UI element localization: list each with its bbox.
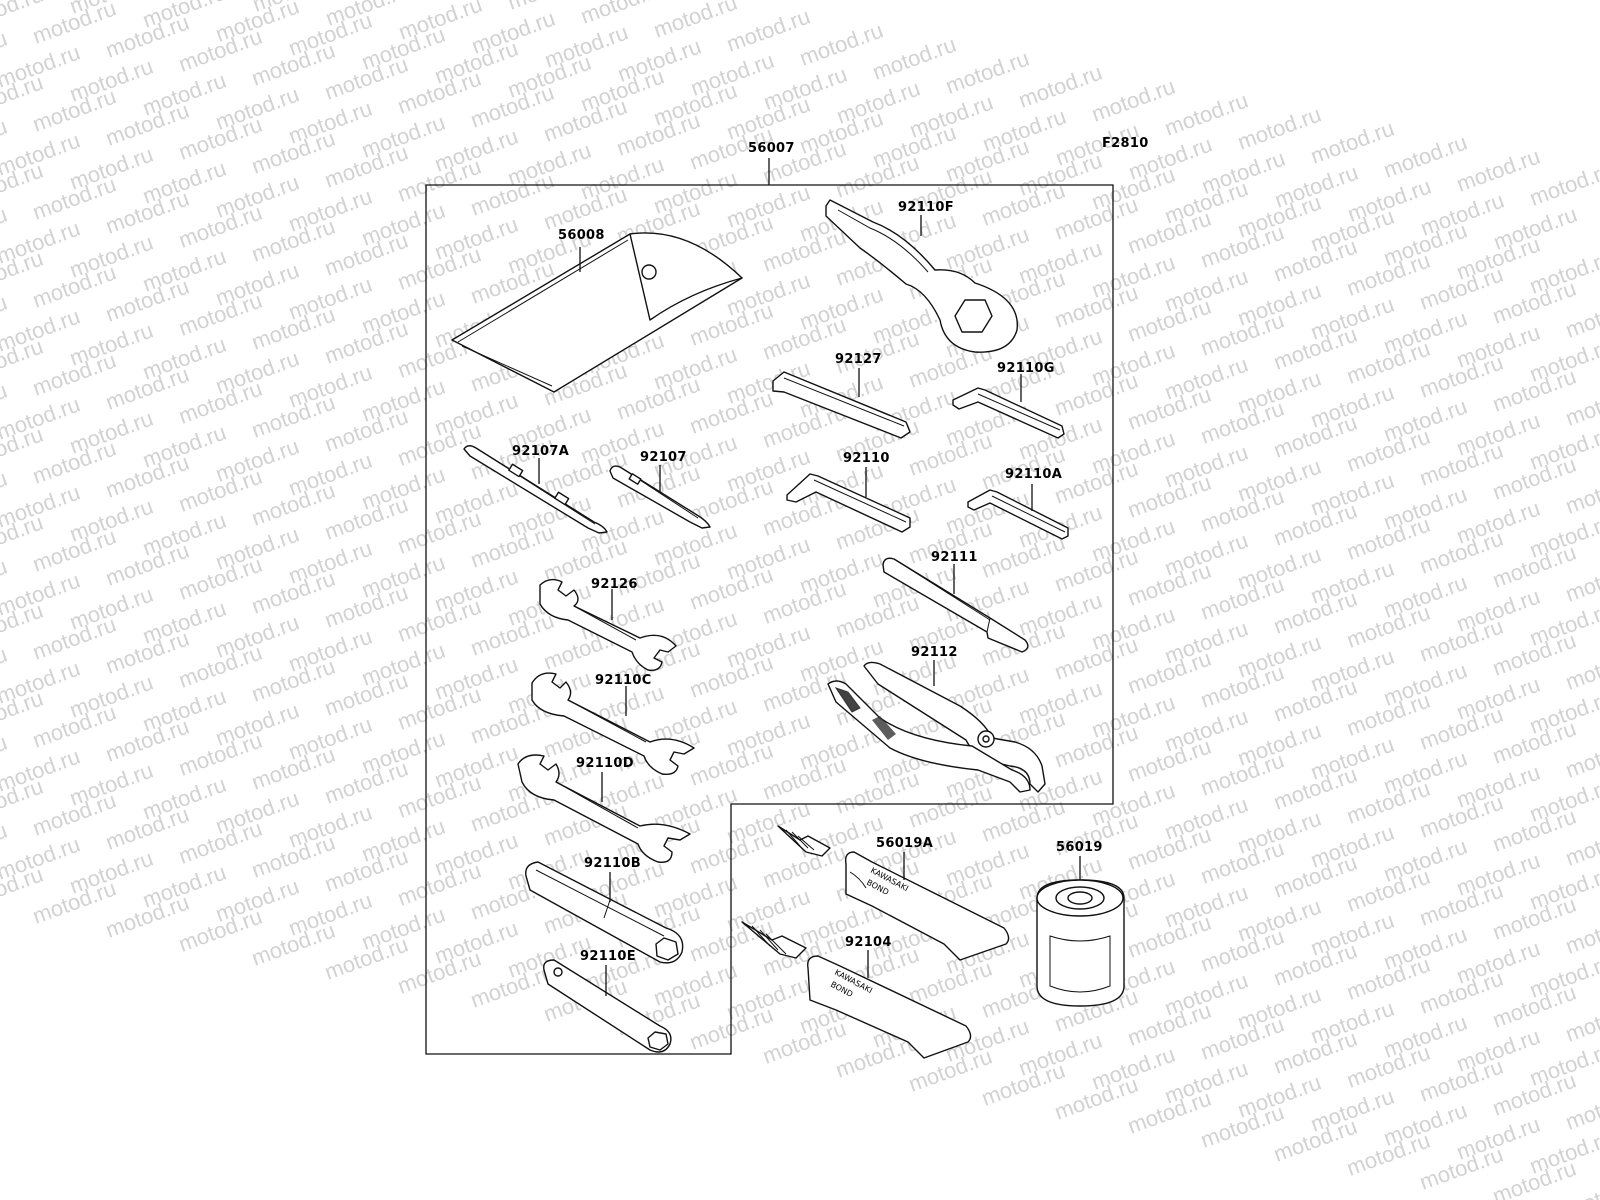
label-92110F: 92110F: [898, 200, 954, 215]
toolkit-frame: [425, 158, 1114, 1055]
screwdriver-bit-92107: [609, 465, 711, 529]
spanner-92110D: [517, 754, 691, 863]
label-92110B: 92110B: [584, 856, 641, 871]
label-92111: 92111: [931, 550, 978, 565]
ring-spanner-92110F: [825, 199, 1018, 353]
label-92110G: 92110G: [997, 361, 1055, 376]
label-92107: 92107: [640, 450, 687, 465]
label-56007: 56007: [748, 141, 795, 156]
can-56019: [1036, 856, 1125, 1007]
pliers-92112: [827, 660, 1046, 793]
label-92110: 92110: [843, 451, 890, 466]
tool-bag-56008: [451, 232, 743, 393]
label-56008: 56008: [558, 228, 605, 243]
box-spanner-92110E: [543, 959, 672, 1053]
label-92110A: 92110A: [1005, 467, 1062, 482]
screwdriver-bit-92107A: [463, 445, 608, 534]
label-92110C: 92110C: [595, 673, 652, 688]
extension-bar-92111: [882, 557, 1029, 653]
label-92127: 92127: [835, 352, 882, 367]
figure-id: F2810: [1102, 136, 1149, 151]
label-92107A: 92107A: [512, 444, 569, 459]
label-92104: 92104: [845, 935, 892, 950]
label-92126: 92126: [591, 577, 638, 592]
hex-key-92127: [772, 368, 911, 439]
hex-key-92110: [786, 467, 911, 533]
label-92110E: 92110E: [580, 949, 636, 964]
spanner-92126: [539, 578, 677, 672]
label-56019A: 56019A: [876, 836, 933, 851]
label-56019: 56019: [1056, 840, 1103, 855]
bond-tube-92104: KAWASAKI BOND: [741, 921, 972, 1059]
label-92112: 92112: [911, 645, 958, 660]
label-92110D: 92110D: [576, 756, 634, 771]
spanner-92110C: [531, 672, 695, 776]
box-spanner-92110B: [525, 861, 684, 964]
hex-key-92110A: [967, 484, 1069, 540]
hex-key-92110G: [952, 374, 1065, 439]
